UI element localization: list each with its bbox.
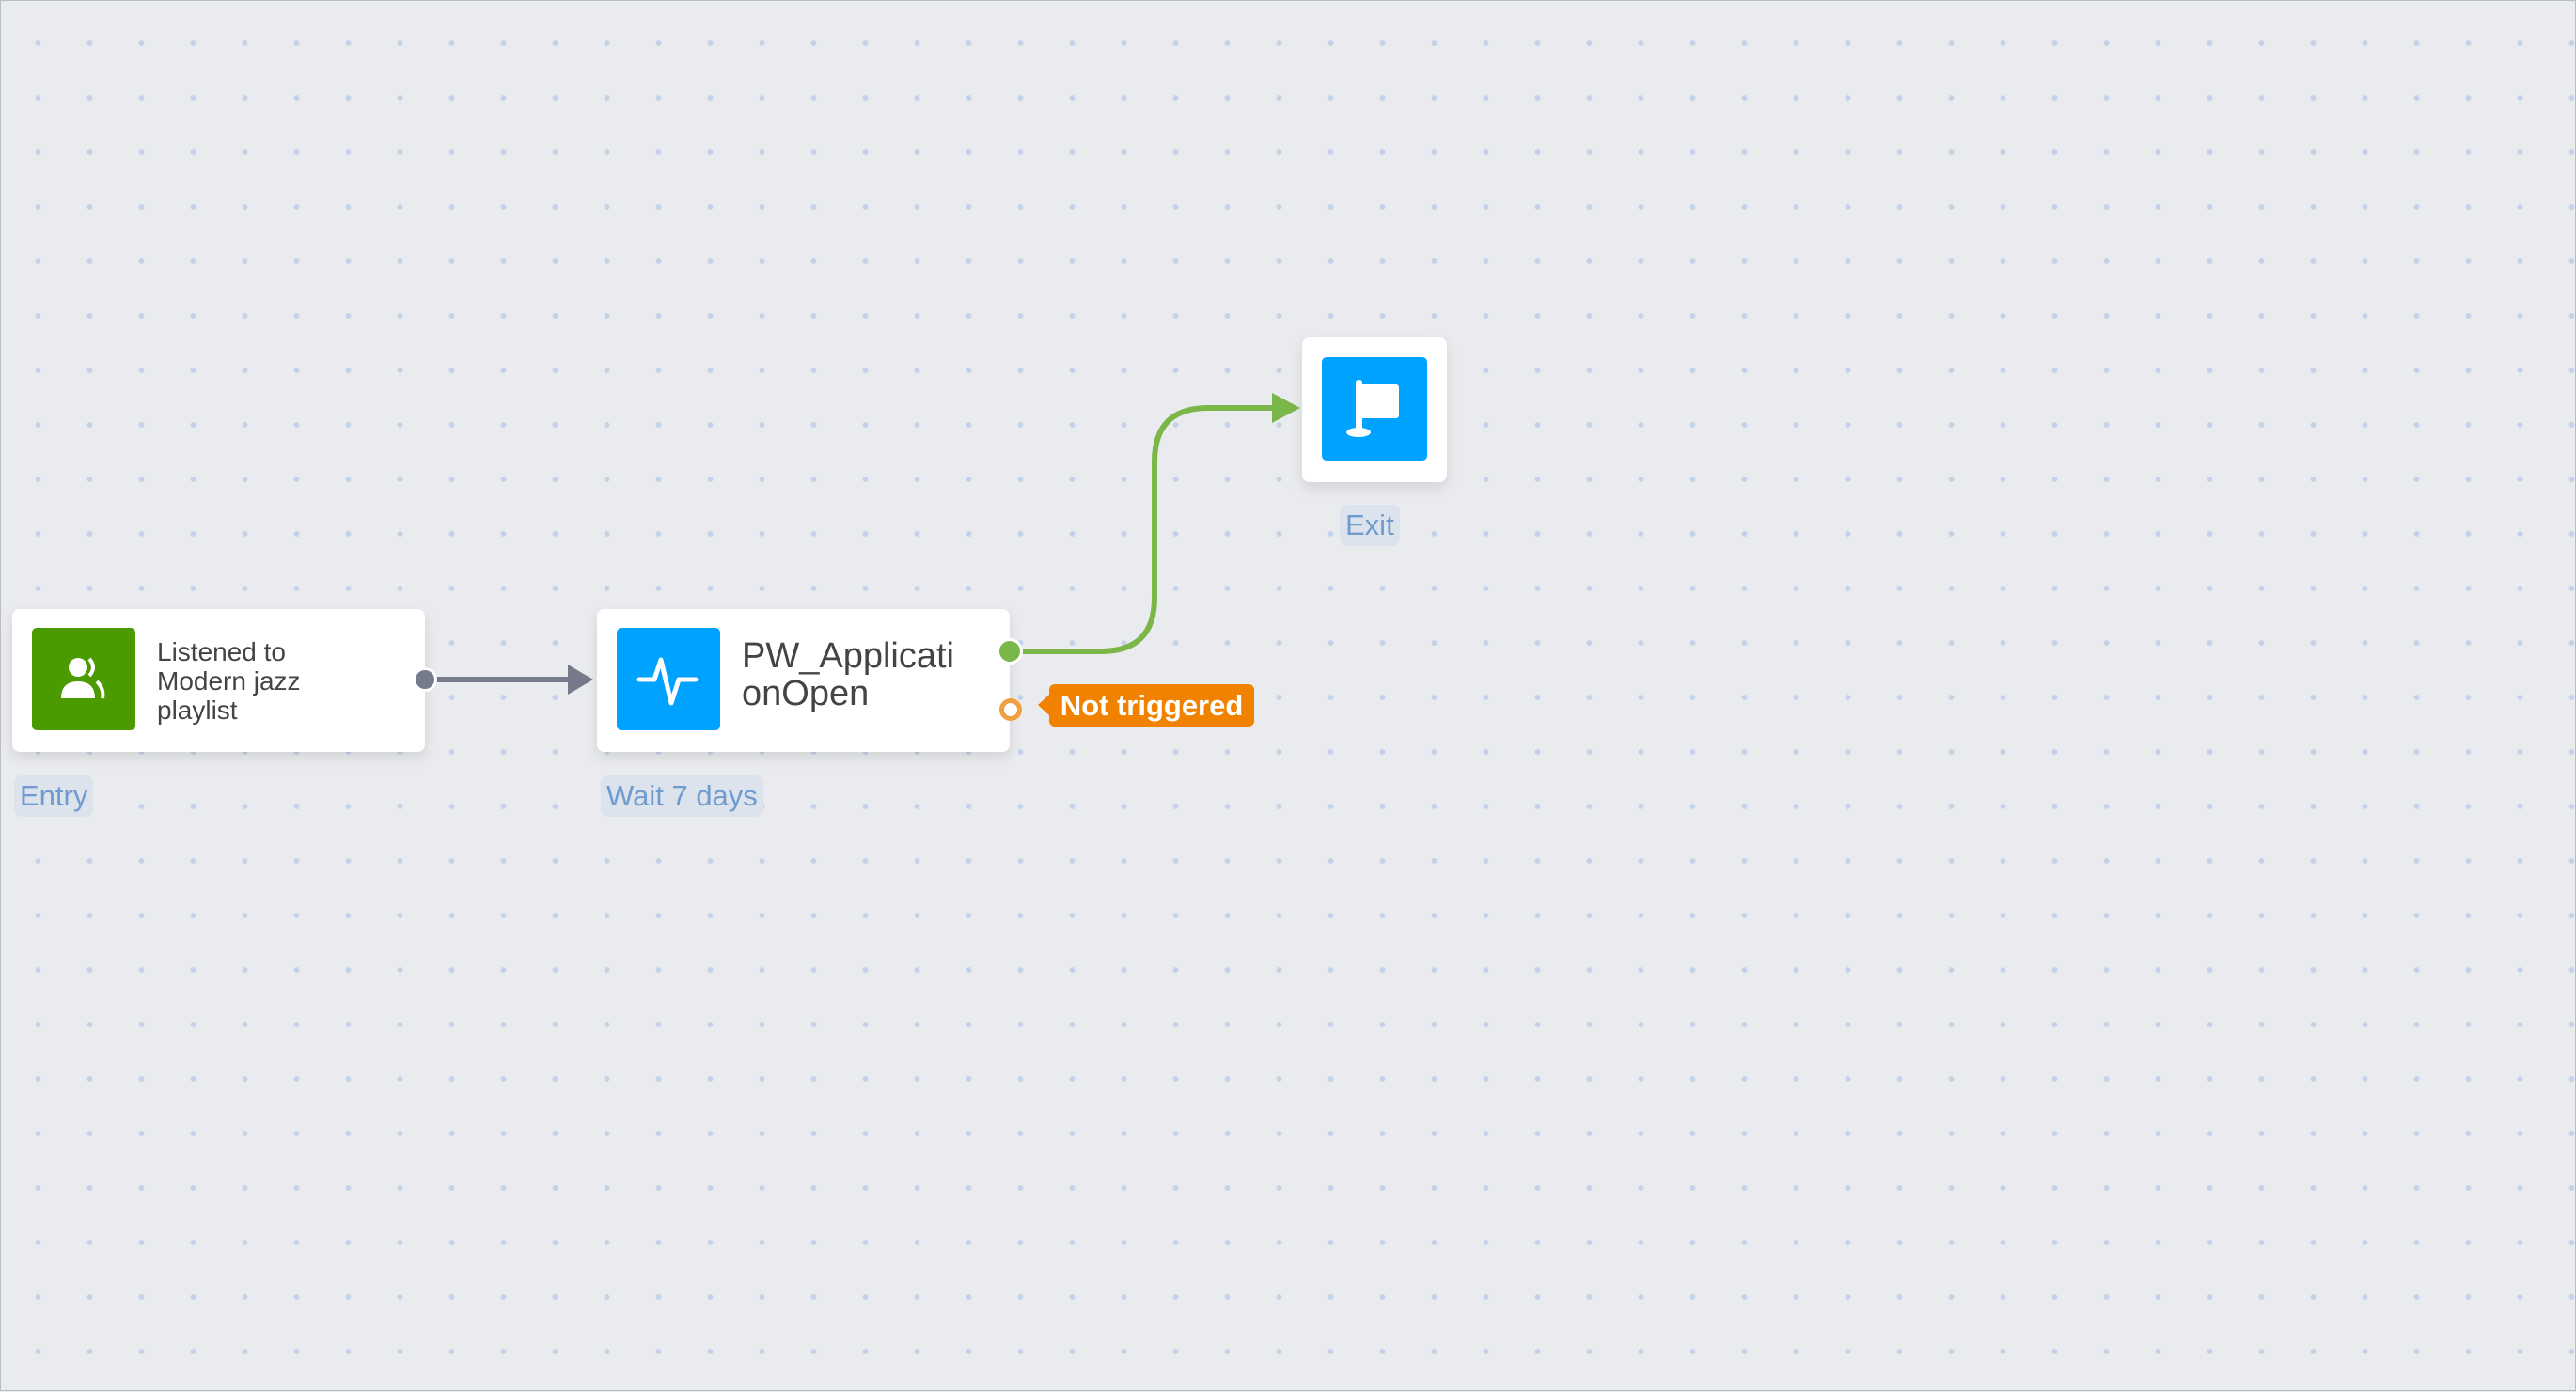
not-triggered-badge: Not triggered [1038,684,1254,727]
link-entry-to-event[interactable] [429,665,593,695]
arrow-head [1272,393,1300,423]
event-no-port[interactable] [999,698,1022,721]
exit-node[interactable] [1302,337,1447,482]
entry-output-port[interactable] [413,667,437,692]
exit-icon-box [1322,357,1427,461]
entry-node[interactable]: Listened to Modern jazz playlist [12,609,425,752]
users-icon [61,657,105,698]
flag-icon [1346,380,1399,437]
pulse-icon [636,657,699,705]
arrow-head [568,665,593,695]
event-node[interactable]: PW_ApplicationOpen [597,609,1010,752]
entry-label: Entry [14,775,94,817]
event-icon-box [617,628,720,730]
event-yes-port[interactable] [997,638,1023,665]
exit-label: Exit [1340,505,1400,546]
event-title: PW_ApplicationOpen [742,636,954,713]
link-event-to-exit[interactable] [1016,393,1300,654]
entry-icon-box [32,628,135,730]
event-label: Wait 7 days [601,775,763,817]
entry-title: Listened to Modern jazz playlist [157,637,301,725]
